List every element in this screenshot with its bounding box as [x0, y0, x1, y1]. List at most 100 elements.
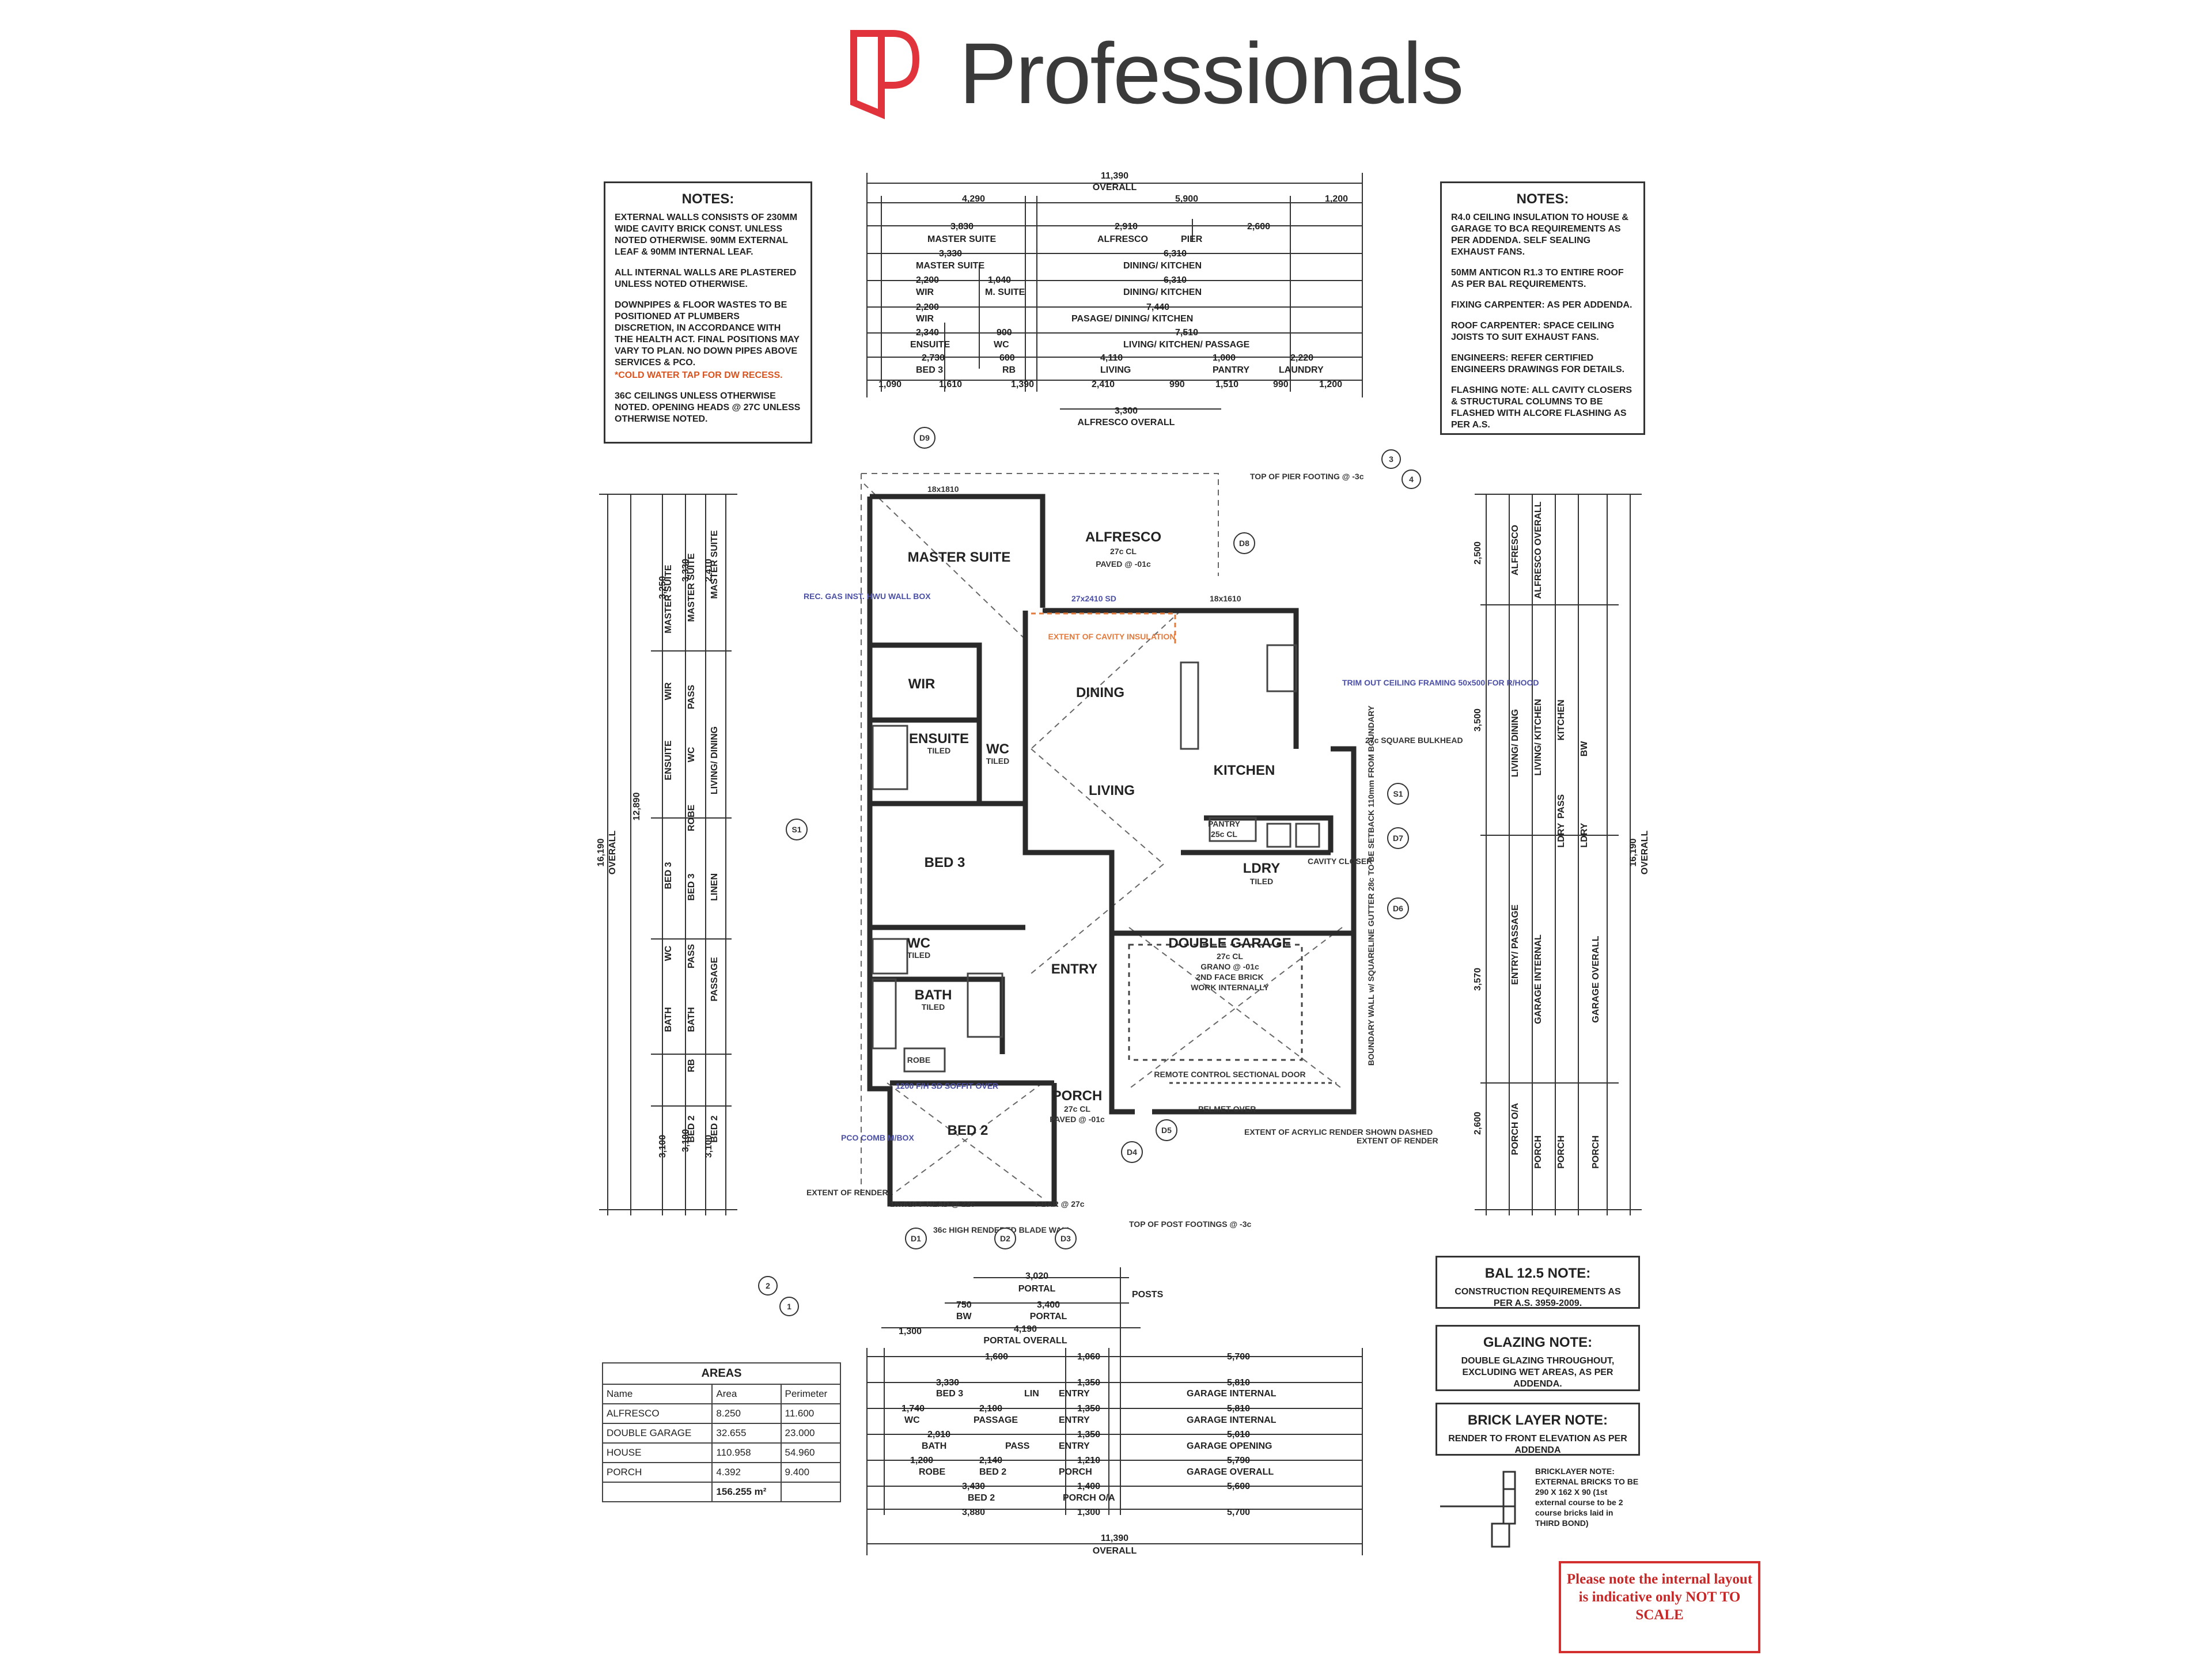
svg-text:3: 3 — [1389, 454, 1393, 464]
dim-text: 3,330 — [939, 249, 962, 259]
bottom-dimensions — [866, 1267, 1363, 1555]
annotation-top-pier: TOP OF PIER FOOTING @ -3c — [1250, 472, 1364, 481]
garage-ceiling: 27c CL — [1217, 952, 1243, 961]
room-alfresco-ceiling: 27c CL — [1110, 547, 1137, 556]
bricklayer-note-2: BRICKLAYER NOTE: EXTERNAL BRICKS TO BE 2… — [1535, 1467, 1639, 1528]
areas-title: AREAS — [602, 1362, 841, 1385]
bal-note-text: CONSTRUCTION REQUIREMENTS AS PER A.S. 39… — [1455, 1287, 1621, 1308]
dim-text: M. SUITE — [985, 287, 1025, 297]
dim-text: BED 2 — [979, 1467, 1006, 1477]
dim-text: BED 2 — [687, 1115, 696, 1142]
marker-d9-icon: D9 — [914, 427, 935, 449]
dim-text: ENSUITE — [664, 740, 673, 781]
dim-text: 2,220 — [1290, 353, 1313, 363]
room-ensuite-tiled: TILED — [927, 746, 950, 755]
dim-text: PASSAGE — [710, 957, 719, 1001]
note-line: FLASHING NOTE: ALL CAVITY CLOSERS & STRU… — [1451, 385, 1633, 430]
dim-text: GARAGE OVERALL — [1187, 1467, 1274, 1477]
notes-left: NOTES: EXTERNAL WALLS CONSISTS OF 230mm … — [604, 181, 812, 444]
dim-text: POSTS — [1132, 1290, 1164, 1300]
dim-text: DINING/ KITCHEN — [1123, 261, 1202, 271]
note-line: FIXING CARPENTER: AS PER ADDENDA. — [1451, 300, 1633, 310]
left-dim-text: 16,190 OVERALL 12,890 MASTER SUITE MASTE… — [596, 530, 719, 1158]
annotation-rec-gas: REC. GAS INST. HWU WALL BOX — [804, 592, 931, 601]
garage-brick-2: WORK INTERNALLY — [1191, 983, 1269, 992]
bal-note: BAL 12.5 NOTE: CONSTRUCTION REQUIREMENTS… — [1435, 1256, 1640, 1309]
glazing-note-text: DOUBLE GLAZING THROUGHOUT, EXCLUDING WET… — [1461, 1356, 1615, 1389]
table-row: PORCH 4.392 9.400 — [601, 1462, 842, 1483]
left-dimensions — [599, 494, 737, 1215]
areas-table-container: AREAS Name Area Perimeter ALFRESCO 8.250… — [601, 1362, 842, 1502]
dim-text: LIVING/ KITCHEN/ PASSAGE — [1123, 340, 1250, 350]
dim-text: 4,190 — [1014, 1324, 1037, 1334]
area-perimeter: 11.600 — [780, 1403, 842, 1424]
dim-text: LIVING/ KITCHEN — [1533, 699, 1543, 775]
annotation-extent-render-left: EXTENT OF RENDER — [806, 1188, 888, 1197]
dim-text: PORTAL — [1030, 1312, 1067, 1321]
room-wc-tiled: TILED — [986, 756, 1009, 766]
dim-text: 2,200 — [916, 275, 939, 285]
room-double-garage: DOUBLE GARAGE — [1168, 935, 1291, 951]
dim-text: LDRY — [1580, 823, 1589, 847]
dim-text: BATH — [664, 1007, 673, 1032]
dim-text: 2,410 — [1092, 380, 1115, 389]
dim-text: PASAGE/ DINING/ KITCHEN — [1071, 314, 1193, 324]
dim-text: 2,140 — [979, 1456, 1002, 1465]
dim-text: PASS — [687, 944, 696, 968]
annotation-top-post: TOP OF POST FOOTINGS @ -3c — [1129, 1219, 1251, 1229]
room-living: LIVING — [1089, 783, 1135, 798]
dim-text: BED 2 — [710, 1115, 719, 1142]
porch-floor: PAVED @ -01c — [1050, 1115, 1105, 1124]
dim-text: 1,200 — [1319, 380, 1342, 389]
dim-text: WC — [904, 1415, 920, 1425]
dim-text: KITCHEN — [1556, 699, 1566, 740]
note-line: EXTERNAL WALLS CONSISTS OF 230mm WIDE CA… — [615, 213, 798, 257]
room-entry: ENTRY — [1051, 961, 1097, 977]
dim-text: BATH — [687, 1007, 696, 1032]
garage-door: REMOTE CONTROL SECTIONAL DOOR — [1154, 1070, 1305, 1079]
dim-text: WIR — [916, 314, 934, 324]
dim-text: 3,570 — [1473, 968, 1483, 991]
annotation-boundary-wall: BOUNDARY WALL w/ SQUARELINE GUTTER 28c T… — [1366, 705, 1376, 1066]
dim-text: LINEN — [710, 873, 719, 901]
dim-text: BATH — [922, 1441, 946, 1451]
dim-text: BED 3 — [916, 365, 943, 375]
dim-text: 3,100 — [681, 1129, 691, 1152]
dim-text: 1,300 — [899, 1327, 922, 1336]
marker-d1-icon: D1 — [905, 1228, 927, 1249]
dim-text: 5,700 — [1227, 1508, 1250, 1517]
room-robe: ROBE — [907, 1055, 930, 1065]
areas-header: Name — [601, 1384, 713, 1404]
dim-text: ENTRY — [1059, 1441, 1090, 1451]
dim-text: 7,510 — [1175, 328, 1198, 338]
glazing-note-title: GLAZING NOTE: — [1483, 1335, 1593, 1350]
room-bath-tiled: TILED — [922, 1002, 945, 1012]
dim-text: 2,200 — [916, 302, 939, 312]
glazing-note: GLAZING NOTE: DOUBLE GLAZING THROUGHOUT,… — [1435, 1325, 1640, 1391]
dim-text: PORCH — [1556, 1135, 1566, 1169]
dim-text: WIR — [916, 287, 934, 297]
dim-text: BED 3 — [687, 873, 696, 900]
marker-2-icon: 2 — [758, 1276, 778, 1296]
marker-d5-icon: D5 — [1156, 1119, 1177, 1141]
dim-text: OVERALL — [1640, 831, 1650, 875]
dim-text: 5,700 — [1227, 1352, 1250, 1362]
dim-text: 6,310 — [1164, 275, 1187, 285]
dim-text: 990 — [1273, 380, 1289, 389]
dim-text: OVERALL — [1093, 183, 1137, 192]
dim-text: BED 2 — [968, 1493, 995, 1503]
dim-text: BED 3 — [936, 1389, 963, 1399]
brand-name: Professionals — [959, 25, 1464, 122]
note-line: ENGINEERS: REFER CERTIFIED ENGINEERS DRA… — [1451, 353, 1625, 374]
dim-text: 5,790 — [1227, 1456, 1250, 1465]
area-empty — [601, 1482, 713, 1502]
brick-detail-icon — [1440, 1471, 1516, 1548]
dim-text: 1,350 — [1077, 1378, 1100, 1388]
room-bed-2: BED 2 — [948, 1123, 988, 1138]
disclaimer: Please note the internal layout is indic… — [1559, 1561, 1760, 1653]
marker-d8-icon: D8 — [1233, 532, 1255, 554]
annotation-pelmet: PELMET OVER — [1198, 1104, 1256, 1113]
notes-right-title: NOTES: — [1516, 191, 1569, 207]
garage-brick: 2ND FACE BRICK — [1196, 972, 1263, 982]
